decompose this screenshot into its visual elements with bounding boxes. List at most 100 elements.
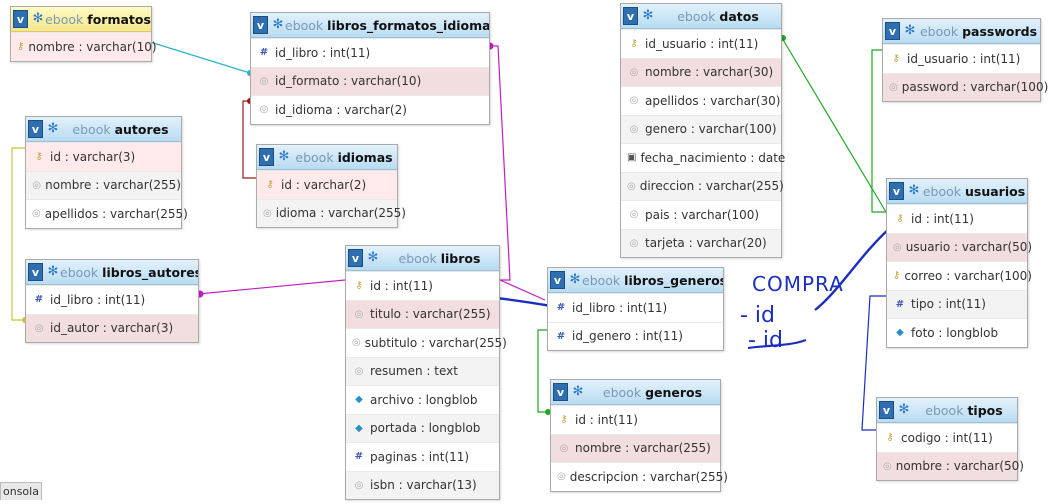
column-row[interactable]: ◆foto : longblob <box>887 318 1027 347</box>
toggle-icon[interactable]: v <box>13 10 28 28</box>
dot-icon: ◎ <box>889 81 898 93</box>
column-row[interactable]: ⚷id : varchar(3) <box>26 142 181 171</box>
column-row[interactable]: ◎isbn : varchar(13) <box>346 470 499 499</box>
column-row[interactable]: ◎nombre : varchar(30) <box>621 57 781 86</box>
column-row[interactable]: ◎titulo : varchar(255) <box>346 299 499 328</box>
column-row[interactable]: ⚷nombre : varchar(10) <box>11 32 157 61</box>
column-row[interactable]: ◎resumen : text <box>346 356 499 385</box>
column-row[interactable]: ◎usuario : varchar(50) <box>887 232 1032 261</box>
column-row[interactable]: ◎id_formato : varchar(10) <box>251 66 489 95</box>
column-row[interactable]: ◎apellidos : varchar(255) <box>26 199 188 228</box>
column-row[interactable]: ◎id_idioma : varchar(2) <box>251 95 489 124</box>
column-row[interactable]: ◎pais : varchar(100) <box>621 200 781 229</box>
column-row[interactable]: ◎nombre : varchar(50) <box>877 451 1024 480</box>
column-label: id_formato : varchar(10) <box>275 74 422 89</box>
toggle-icon[interactable]: v <box>253 16 268 34</box>
column-row[interactable]: ◎nombre : varchar(255) <box>551 433 720 462</box>
toggle-icon[interactable]: v <box>28 263 43 281</box>
column-label: fecha_nacimiento : date <box>640 150 786 165</box>
column-label: archivo : longblob <box>370 392 478 407</box>
toggle-icon[interactable]: v <box>623 7 638 25</box>
column-row[interactable]: ◎subtitulo : varchar(255) <box>346 328 507 357</box>
gear-icon[interactable]: ✻ <box>642 8 654 23</box>
column-row[interactable]: ◎genero : varchar(100) <box>621 114 781 143</box>
toggle-icon[interactable]: v <box>259 148 274 166</box>
column-row[interactable]: ⚷codigo : int(11) <box>877 423 1017 452</box>
column-label: tipo : int(11) <box>911 297 986 312</box>
column-row[interactable]: ◎password : varchar(100) <box>883 72 1048 101</box>
column-label: id : varchar(3) <box>50 149 136 164</box>
column-row[interactable]: #id_libro : int(11) <box>26 285 198 314</box>
hash-icon: # <box>259 47 269 59</box>
column-row[interactable]: ⚷id : varchar(2) <box>257 170 397 199</box>
gear-icon[interactable]: ✻ <box>278 149 290 164</box>
gear-icon[interactable]: ✻ <box>367 250 379 265</box>
gear-icon[interactable]: ✻ <box>904 23 916 38</box>
gear-icon[interactable]: ✻ <box>47 121 59 136</box>
column-row[interactable]: #id_libro : int(11) <box>548 293 723 322</box>
table-name: usuarios <box>965 183 1026 199</box>
column-row[interactable]: ⚷id : int(11) <box>887 204 1027 233</box>
column-row[interactable]: ◎apellidos : varchar(30) <box>621 86 781 115</box>
gear-icon[interactable]: ✻ <box>908 183 920 198</box>
toggle-icon[interactable]: v <box>553 383 568 401</box>
console-tab[interactable]: onsola <box>0 482 42 500</box>
column-row[interactable]: ◎idioma : varchar(255) <box>257 198 406 227</box>
toggle-icon[interactable]: v <box>550 271 565 289</box>
column-row[interactable]: ◎direccion : varchar(255) <box>621 171 784 200</box>
column-row[interactable]: #paginas : int(11) <box>346 442 499 471</box>
column-row[interactable]: ▣fecha_nacimiento : date <box>621 143 785 172</box>
column-row[interactable]: ◎tarjeta : varchar(20) <box>621 228 781 257</box>
column-row[interactable]: ⚷id : int(11) <box>551 405 720 434</box>
column-row[interactable]: ⚷id_usuario : int(11) <box>621 29 781 58</box>
toggle-icon[interactable]: v <box>889 182 904 200</box>
gear-icon[interactable]: ✻ <box>898 402 910 417</box>
column-row[interactable]: ⚷id_usuario : int(11) <box>883 44 1040 73</box>
column-row[interactable]: #id_genero : int(11) <box>548 321 723 351</box>
column-row[interactable]: ◎descripcion : varchar(255) <box>551 462 728 491</box>
column-row[interactable]: ◆archivo : longblob <box>346 385 499 414</box>
column-row[interactable]: #id_libro : int(11) <box>251 38 489 67</box>
column-row[interactable]: ◆portada : longblob <box>346 413 499 442</box>
toggle-icon[interactable]: v <box>879 401 894 419</box>
gear-icon[interactable]: ✻ <box>47 264 59 279</box>
toggle-icon[interactable]: v <box>348 249 363 267</box>
gear-icon[interactable]: ✻ <box>272 17 284 32</box>
column-row[interactable]: #tipo : int(11) <box>887 289 1027 318</box>
column-row[interactable]: ⚷correo : varchar(100) <box>887 261 1032 290</box>
gear-icon[interactable]: ✻ <box>569 272 581 287</box>
hash-icon: # <box>354 451 364 463</box>
column-row[interactable]: ◎nombre : varchar(255) <box>26 170 181 199</box>
gear-icon[interactable]: ✻ <box>572 384 584 399</box>
column-row[interactable]: ◎id_autor : varchar(3) <box>26 313 198 342</box>
gear-icon[interactable]: ✻ <box>32 11 44 26</box>
toggle-icon[interactable]: v <box>885 22 900 40</box>
column-row[interactable]: ⚷id : int(11) <box>346 271 499 300</box>
toggle-icon[interactable]: v <box>28 120 43 138</box>
table-name: libros_autores <box>102 264 198 280</box>
